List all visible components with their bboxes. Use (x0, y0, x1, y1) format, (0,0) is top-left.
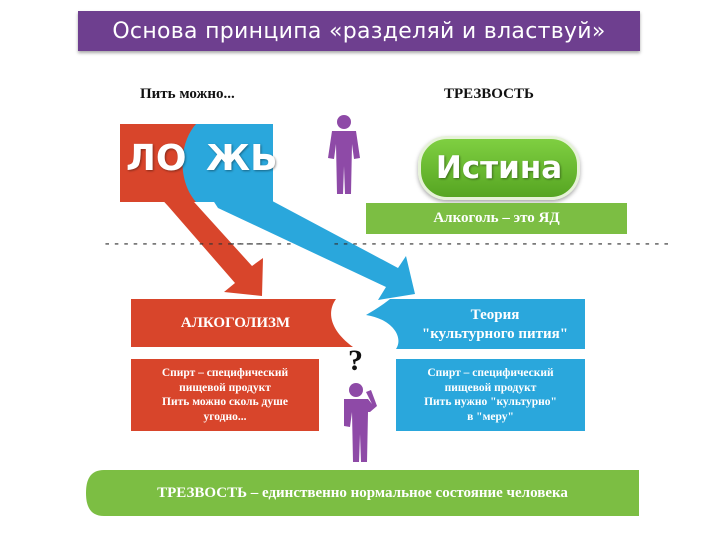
dashed-divider-right: ------------------------------------ (332, 236, 672, 252)
lie-block: ЛО ЖЬ (120, 124, 278, 202)
person-icon (328, 115, 360, 194)
dashed-divider-left: ------------------ (103, 236, 273, 252)
lie-block-shape (120, 124, 273, 202)
blue-card-line: в "меру" (467, 410, 514, 423)
blue-card-line: пищевой продукт (444, 381, 537, 394)
left-heading: Пить можно... (140, 86, 235, 102)
lie-left-text: ЛО (126, 138, 187, 179)
theory-label-line1: Теория (470, 307, 520, 323)
alcoholism-label: АЛКОГОЛИЗМ (180, 314, 291, 331)
red-card-line: пищевой продукт (179, 381, 271, 394)
blue-card-line: Пить нужно "культурно" (424, 396, 557, 408)
theory-label-line2: "культурного пития" (421, 326, 569, 342)
theory-shape (366, 299, 585, 349)
thinking-person-icon (344, 383, 377, 462)
right-heading: ТРЕЗВОСТЬ (444, 86, 534, 102)
alcoholism-shape (131, 299, 353, 347)
bottom-bar-shape (86, 470, 639, 516)
theory-description: Спирт – специфический пищевой продукт Пи… (396, 359, 585, 431)
alcohol-poison-banner: Алкоголь – это ЯД (366, 203, 627, 234)
blue-arrow (205, 188, 415, 300)
red-card-line: Спирт – специфический (161, 367, 289, 379)
truth-badge: Истина (418, 136, 580, 200)
page-title: Основа принципа «разделяй и властвуй» (78, 11, 640, 51)
sobriety-statement: ТРЕЗВОСТЬ – единственно нормальное состо… (157, 484, 568, 501)
theory-label: Теория "культурного пития" (405, 304, 585, 346)
red-arrow (155, 192, 263, 296)
lie-right-text: ЖЬ (206, 138, 278, 179)
question-mark: ? (348, 344, 363, 377)
red-card-line: угодно... (203, 410, 247, 423)
blue-card-line: Спирт – специфический (427, 367, 554, 379)
dashed-divider-mid: ------- (228, 236, 295, 252)
alcoholism-description: Спирт – специфический пищевой продукт Пи… (131, 359, 319, 431)
red-card-line: Пить можно сколь душе (162, 396, 288, 408)
